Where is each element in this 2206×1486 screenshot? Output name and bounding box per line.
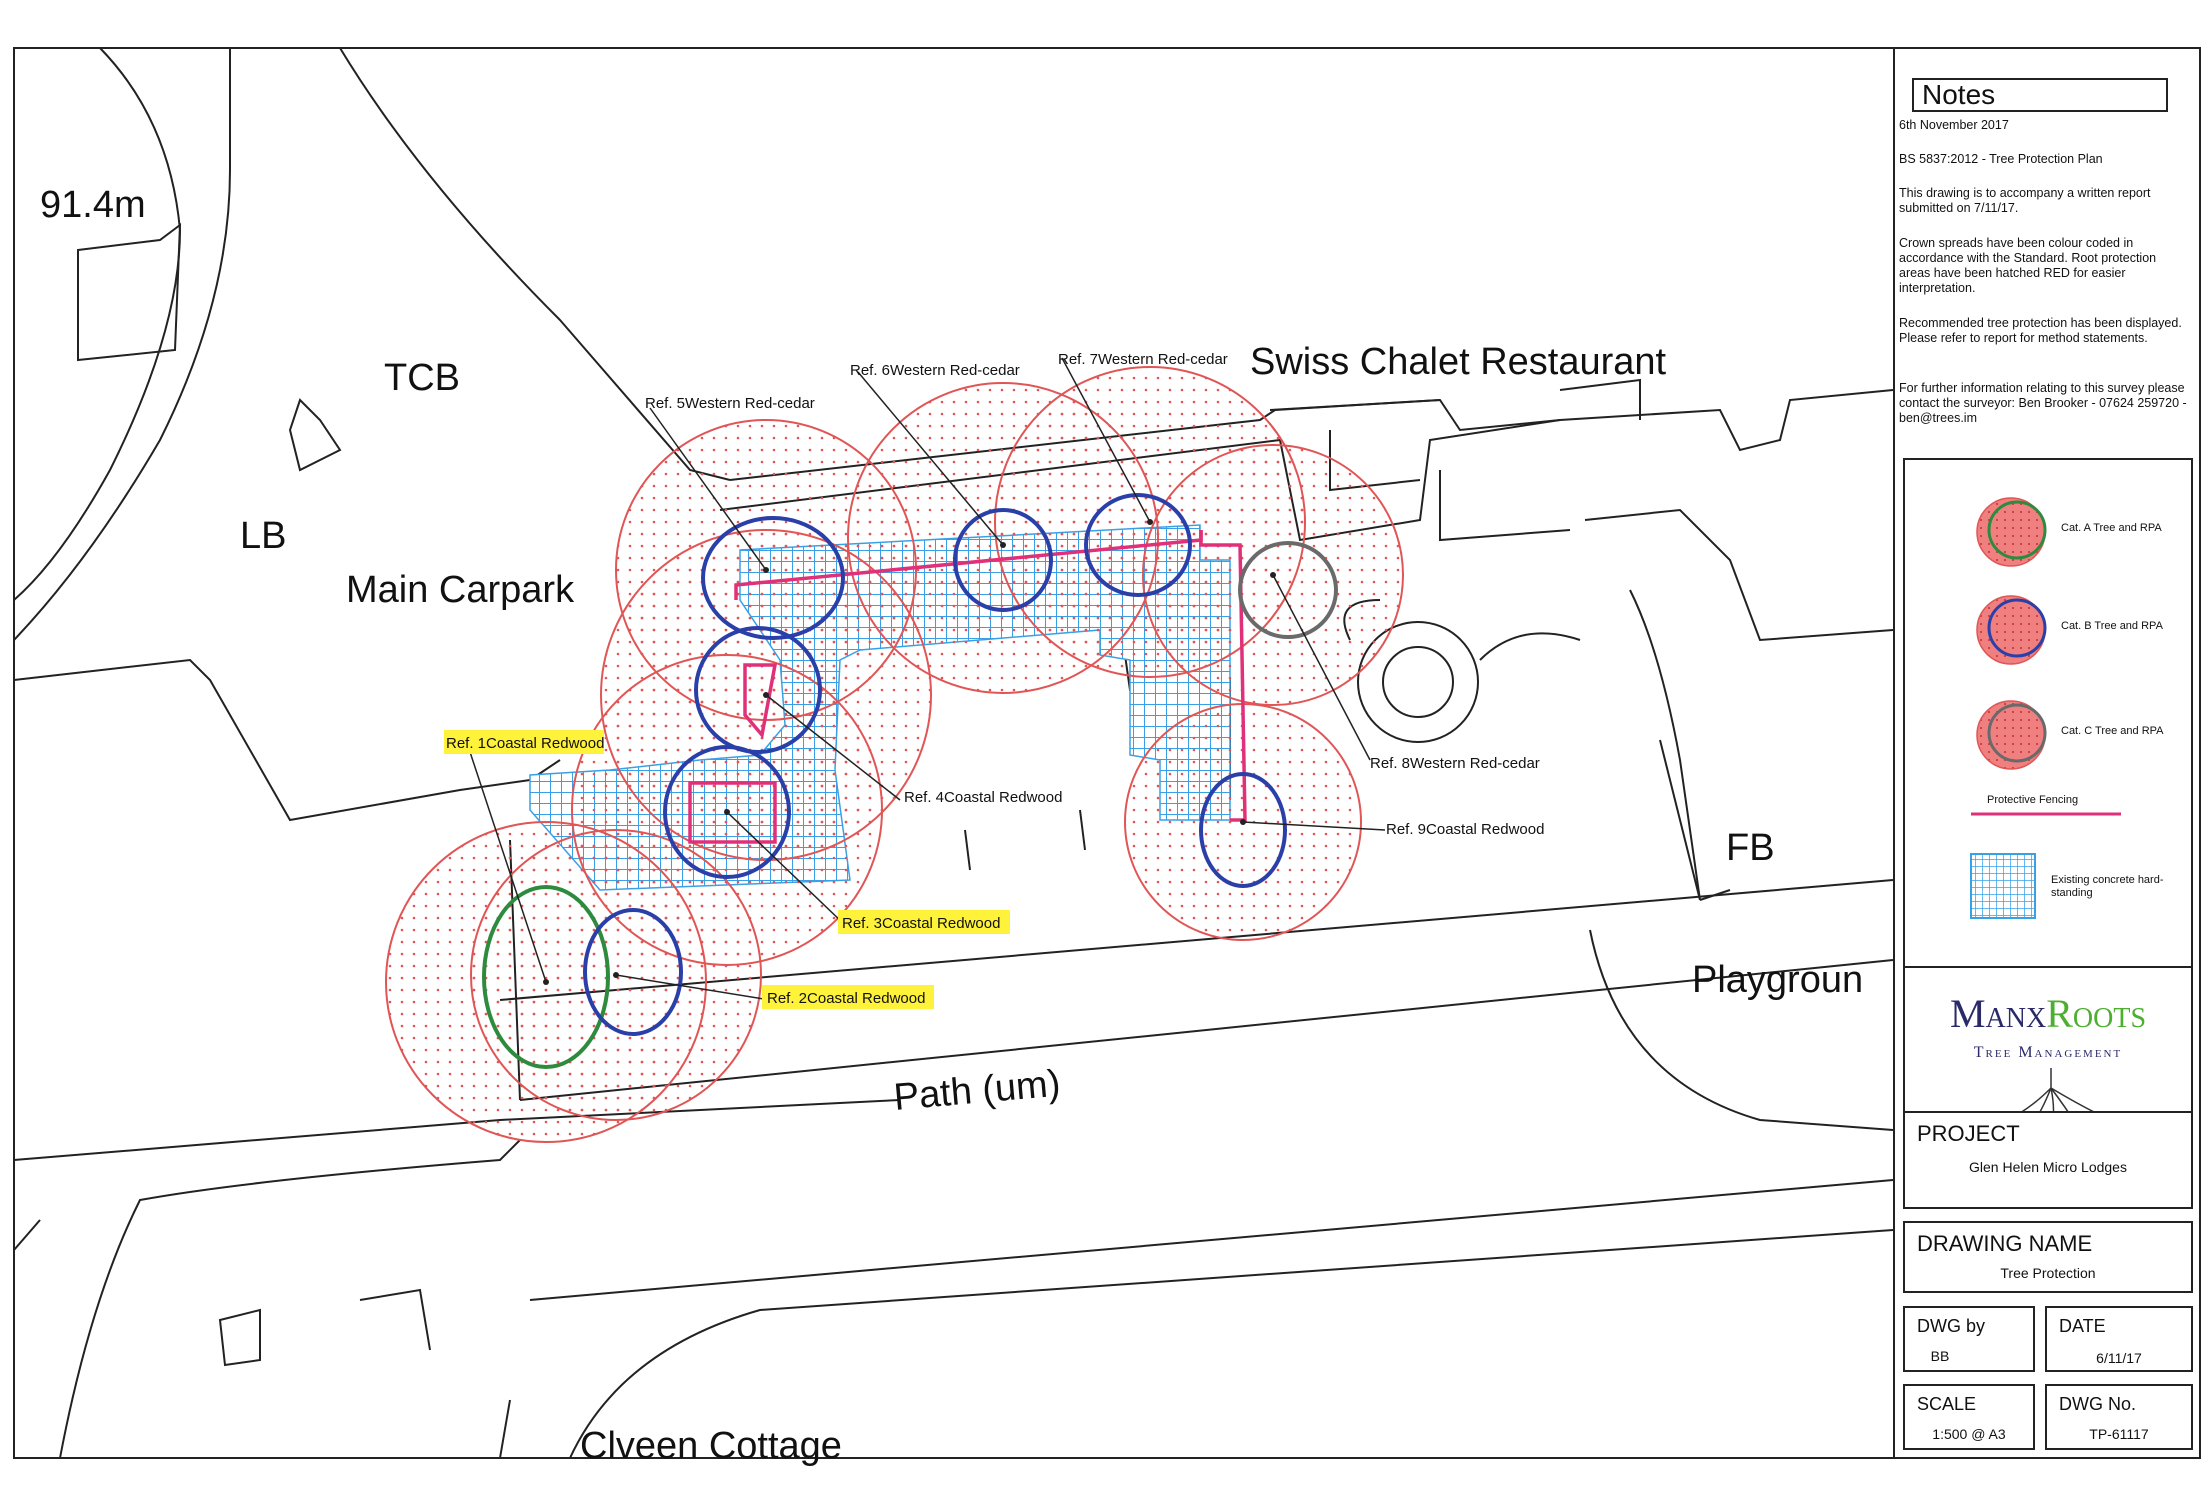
legend-cat-b-crown	[1987, 598, 2047, 658]
crown-tree-5	[701, 516, 845, 640]
logo-name-manx: Manx	[1949, 991, 2047, 1036]
path-label: Path (um)	[892, 1063, 1062, 1119]
logo-tagline: Tree Management	[1973, 1044, 2123, 1061]
legend-symbols	[1970, 497, 2121, 919]
scale-value: 1:500 @ A3	[1932, 1426, 2006, 1442]
title-block: Notes 6th November 2017 BS 5837:2012 - T…	[1893, 48, 2202, 1458]
cottage-label: Clveen Cottage	[580, 1425, 842, 1467]
tree-ref-6-label: Ref. 6Western Red-cedar	[850, 362, 1020, 379]
dwg-no-panel: DWG No. TP-61117	[2045, 1384, 2193, 1450]
drawing-name-value: Tree Protection	[2000, 1265, 2096, 1281]
label-highlights	[444, 730, 1010, 1009]
crown-tree-8	[1238, 541, 1338, 639]
tree-ref-3-label: Ref. 3Coastal Redwood	[842, 915, 1000, 932]
dwg-by-value: BB	[1930, 1348, 1950, 1364]
scale-panel: SCALE 1:500 @ A3	[1903, 1384, 2035, 1450]
legend-concrete-label: Existing concrete hard-standing	[2051, 874, 2164, 899]
notes-paragraph-4: For further information relating to this…	[1899, 381, 2187, 425]
crown-tree-9	[1199, 772, 1287, 888]
tree-ref-9-label: Ref. 9Coastal Redwood	[1386, 821, 1544, 838]
legend-cat-b-label: Cat. B Tree and RPA	[2061, 620, 2163, 632]
legend-cat-c-label: Cat. C Tree and RPA	[2061, 725, 2164, 737]
drawing-name-heading: DRAWING NAME	[1917, 1231, 2093, 1256]
logo-wordmark: ManxRoots	[1905, 990, 2191, 1037]
notes-title: Notes	[1912, 78, 2168, 112]
legend-cat-a-crown	[1987, 500, 2047, 560]
spot-height-label: 91.4m	[40, 184, 146, 226]
main-carpark-label: Main Carpark	[346, 569, 575, 611]
tree-ref-1-label: Ref. 1Coastal Redwood	[446, 735, 604, 752]
protective-fencing	[688, 530, 1247, 844]
date-value: 6/11/17	[2096, 1350, 2142, 1366]
legend-cat-c-crown	[1987, 703, 2047, 763]
notes-paragraph-3: Recommended tree protection has been dis…	[1899, 316, 2182, 345]
logo-name-roots: Roots	[2046, 991, 2147, 1036]
tree-ref-2-label: Ref. 2Coastal Redwood	[767, 990, 925, 1007]
dwg-no-value: TP-61117	[2089, 1426, 2149, 1442]
playground-label: Playgroun	[1692, 959, 1863, 1001]
tree-crowns	[482, 493, 1338, 1069]
notes-date: 6th November 2017	[1899, 118, 2009, 132]
crown-tree-2	[583, 908, 683, 1036]
date-heading: DATE	[2059, 1316, 2106, 1336]
leader-lines	[469, 357, 1386, 1001]
legend-fencing-label: Protective Fencing	[1987, 794, 2079, 806]
tree-ref-7-label: Ref. 7Western Red-cedar	[1058, 351, 1228, 368]
tree-ref-5-label: Ref. 5Western Red-cedar	[645, 395, 815, 412]
root-protection-areas	[385, 366, 1404, 1143]
dwg-by-panel: DWG by BB	[1903, 1306, 2035, 1372]
project-panel: PROJECT Glen Helen Micro Lodges	[1903, 1111, 2193, 1209]
notes-paragraph-2: Crown spreads have been colour coded in …	[1899, 236, 2157, 295]
project-heading: PROJECT	[1917, 1121, 2020, 1146]
date-panel: DATE 6/11/17	[2045, 1306, 2193, 1372]
tree-ref-4-label: Ref. 4Coastal Redwood	[904, 789, 1062, 806]
tree-ref-8-label: Ref. 8Western Red-cedar	[1370, 755, 1540, 772]
notes-standard: BS 5837:2012 - Tree Protection Plan	[1899, 152, 2103, 166]
legend-cat-a-label: Cat. A Tree and RPA	[2061, 522, 2162, 534]
project-name: Glen Helen Micro Lodges	[1969, 1159, 2127, 1175]
dwg-no-heading: DWG No.	[2059, 1394, 2137, 1414]
drawing-frame	[13, 47, 2201, 1459]
roots-icon	[2010, 1068, 2097, 1127]
drawing-name-panel: DRAWING NAME Tree Protection	[1903, 1221, 2193, 1293]
crown-tree-4	[694, 626, 822, 754]
lb-label: LB	[240, 515, 286, 557]
crown-tree-6	[953, 508, 1053, 612]
crown-tree-3	[663, 745, 791, 879]
base-map-lines	[13, 47, 1894, 1459]
swiss-chalet-label: Swiss Chalet Restaurant	[1250, 341, 1667, 383]
notes-paragraph-1: This drawing is to accompany a written r…	[1899, 186, 2151, 215]
legend-concrete-swatch	[1970, 853, 2036, 919]
dwg-by-heading: DWG by	[1917, 1316, 1986, 1336]
crown-tree-7	[1084, 493, 1192, 597]
fb-label: FB	[1726, 827, 1775, 869]
tcb-label: TCB	[384, 357, 460, 399]
crown-tree-1	[482, 885, 610, 1069]
legend-panel: Cat. A Tree and RPA Cat. B Tree and RPA …	[1903, 458, 2193, 1006]
scale-heading: SCALE	[1917, 1394, 1977, 1414]
